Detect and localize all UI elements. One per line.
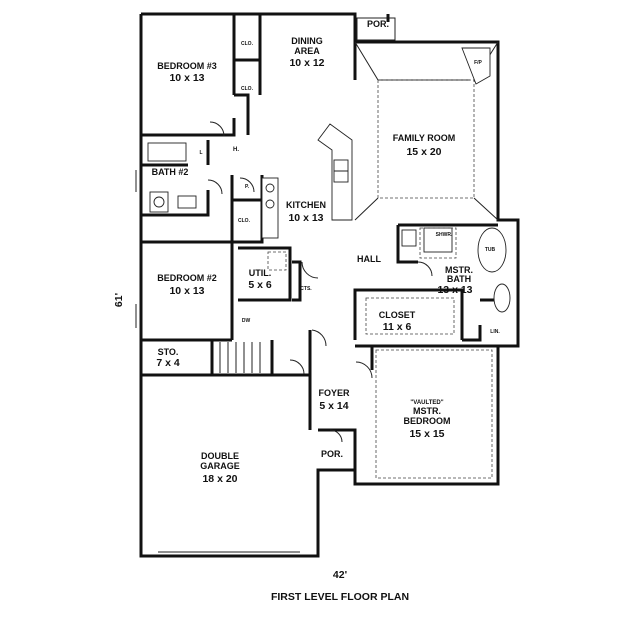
clo-a-label: CLO.	[241, 41, 254, 47]
mstr-bath-name1: MSTR.	[445, 265, 473, 275]
dimensions: 61' 42' FIRST LEVEL FLOOR PLAN	[113, 293, 409, 603]
mstr-bath-size: 13 x 13	[437, 284, 472, 296]
mstr-bedroom-vaulted: "VAULTED"	[410, 400, 443, 406]
room-labels: BEDROOM #3 10 x 13 DINING AREA 10 x 12 F…	[152, 19, 473, 485]
hall-name: HALL	[357, 254, 381, 264]
garage-size: 18 x 20	[202, 473, 237, 485]
shwr-label: SHWR.	[436, 232, 453, 238]
garage-name2: GARAGE	[200, 461, 240, 471]
dw-label: DW	[242, 318, 251, 324]
garage-name1: DOUBLE	[201, 451, 239, 461]
fixtures	[135, 14, 511, 553]
mstr-bath-name2: BATH	[447, 274, 471, 284]
dining-name1: DINING	[291, 36, 323, 46]
family-size: 15 x 20	[406, 146, 441, 158]
bedroom3-size: 10 x 13	[169, 72, 204, 84]
dining-name2: AREA	[294, 46, 320, 56]
foyer-size: 5 x 14	[319, 400, 348, 412]
util-name: UTIL.	[249, 268, 272, 278]
h-label: H.	[233, 147, 239, 153]
mstr-bedroom-size: 15 x 15	[409, 428, 444, 440]
closet-size: 11 x 6	[383, 321, 412, 333]
interior-walls	[141, 14, 498, 470]
bath2-name: BATH #2	[152, 167, 189, 177]
cts-label: CTS.	[300, 286, 312, 292]
por-bottom-name: POR.	[321, 449, 343, 459]
fixture-labels: CLO. CLO. CLO. H. L P. CTS. DW F/P SHWR.…	[199, 41, 500, 335]
l-label: L	[199, 150, 202, 156]
mstr-bedroom-name1: MSTR.	[413, 406, 441, 416]
p-label: P.	[245, 184, 250, 190]
fp-label: F/P	[474, 60, 482, 66]
kitchen-size: 10 x 13	[288, 212, 323, 224]
bedroom2-name: BEDROOM #2	[157, 273, 217, 283]
depth-dimension: 61'	[113, 293, 125, 307]
kitchen-name: KITCHEN	[286, 200, 326, 210]
util-size: 5 x 6	[248, 279, 272, 291]
dining-size: 10 x 12	[289, 57, 324, 69]
clo-b-label: CLO.	[241, 86, 254, 92]
foyer-name: FOYER	[318, 388, 350, 398]
por-top-name: POR.	[367, 19, 389, 29]
clo-c-label: CLO.	[238, 218, 251, 224]
plan-title: FIRST LEVEL FLOOR PLAN	[271, 591, 409, 603]
bedroom2-size: 10 x 13	[169, 285, 204, 297]
tub-label: TUB	[485, 247, 496, 253]
closet-name: CLOSET	[379, 310, 416, 320]
sto-size: 7 x 4	[156, 357, 180, 369]
width-dimension: 42'	[333, 569, 347, 581]
lin-label: LIN.	[490, 329, 500, 335]
family-name: FAMILY ROOM	[393, 133, 456, 143]
sto-name: STO.	[158, 347, 179, 357]
mstr-bedroom-name2: BEDROOM	[404, 416, 451, 426]
bedroom3-name: BEDROOM #3	[157, 61, 217, 71]
